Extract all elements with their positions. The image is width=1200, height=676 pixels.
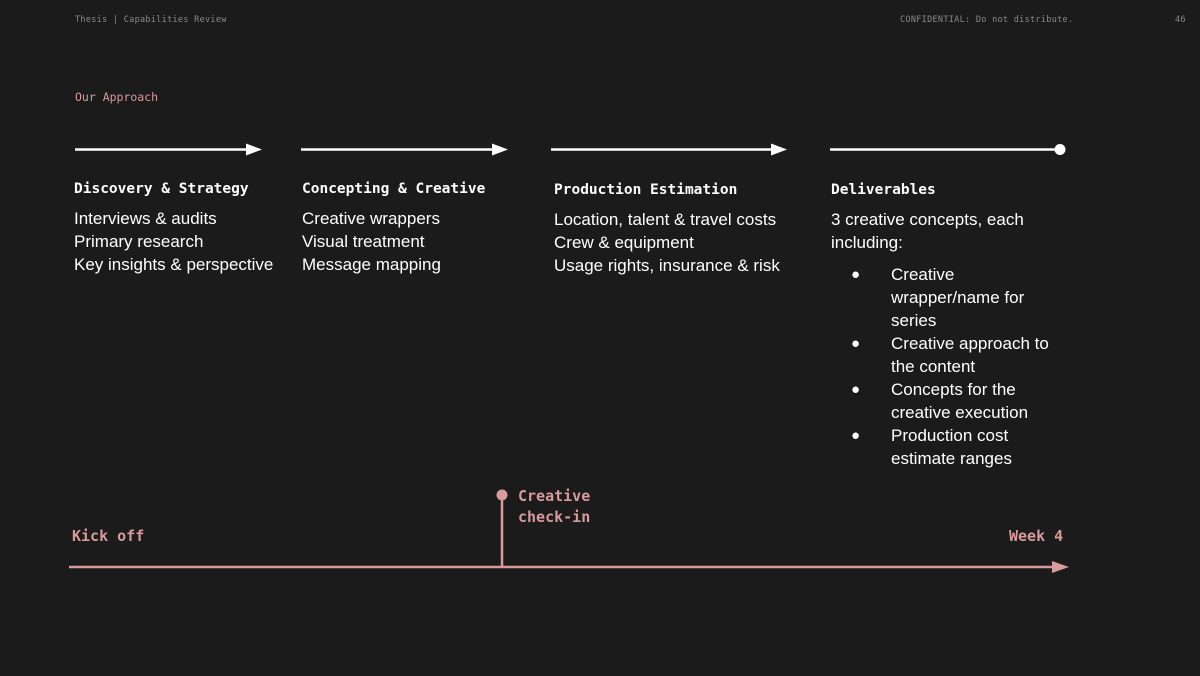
confidential-notice: CONFIDENTIAL: Do not distribute. bbox=[900, 15, 1074, 25]
step-title: Production Estimation bbox=[554, 182, 738, 198]
step-item: Primary research bbox=[74, 232, 204, 251]
step-end-dot bbox=[1054, 144, 1066, 155]
step-item: 3 creative concepts, each bbox=[831, 210, 1024, 229]
deliverables-list: ●Creative wrapper/name for series ●Creat… bbox=[831, 263, 1066, 470]
page-number: 46 bbox=[1175, 15, 1186, 25]
step-item: Usage rights, insurance & risk bbox=[554, 256, 780, 275]
bullet-icon: ● bbox=[851, 381, 861, 398]
step-title: Deliverables bbox=[831, 182, 936, 198]
step-item: Interviews & audits bbox=[74, 209, 217, 228]
step-deliverables: Deliverables 3 creative concepts, each i… bbox=[831, 182, 1066, 470]
step-item: Location, talent & travel costs bbox=[554, 210, 777, 229]
list-item: ●Creative approach to the content bbox=[851, 334, 1049, 376]
step-item: Visual treatment bbox=[302, 232, 425, 251]
list-item: ●Creative wrapper/name for series bbox=[851, 265, 1025, 330]
step-title: Discovery & Strategy bbox=[74, 181, 249, 197]
list-item: ●Concepts for the creative execution bbox=[851, 380, 1029, 422]
timeline-end-label: Week 4 bbox=[1009, 527, 1064, 545]
bullet-icon: ● bbox=[851, 266, 861, 283]
step-item: Key insights & perspective bbox=[74, 255, 274, 274]
step-arrow-2 bbox=[301, 143, 508, 156]
step-item: including: bbox=[831, 233, 903, 252]
step-end-line bbox=[830, 144, 1066, 155]
bullet-icon: ● bbox=[851, 427, 861, 444]
timeline-arrowhead bbox=[1052, 561, 1069, 573]
timeline-start-label: Kick off bbox=[72, 527, 145, 545]
step-title: Concepting & Creative bbox=[302, 181, 486, 197]
milestone-dot bbox=[496, 489, 508, 501]
step-item: Message mapping bbox=[302, 255, 441, 274]
step-item: Crew & equipment bbox=[554, 233, 694, 252]
bullet-icon: ● bbox=[851, 335, 861, 352]
step-arrow-3 bbox=[551, 143, 787, 156]
list-item: ●Production cost estimate ranges bbox=[851, 426, 1012, 468]
step-concepting: Concepting & Creative Creative wrappers … bbox=[302, 181, 485, 276]
timeline bbox=[69, 489, 1069, 573]
milestone-label: Creative check-in bbox=[518, 486, 590, 528]
step-item: Creative wrappers bbox=[302, 209, 440, 228]
milestone-label-line2: check-in bbox=[518, 508, 591, 526]
step-arrow-1 bbox=[75, 143, 262, 156]
doc-title: Thesis | Capabilities Review bbox=[75, 15, 227, 25]
step-production: Production Estimation Location, talent &… bbox=[554, 182, 780, 277]
step-discovery: Discovery & Strategy Interviews & audits… bbox=[74, 181, 273, 276]
section-eyebrow: Our Approach bbox=[75, 90, 159, 104]
milestone-label-line1: Creative bbox=[518, 487, 591, 505]
